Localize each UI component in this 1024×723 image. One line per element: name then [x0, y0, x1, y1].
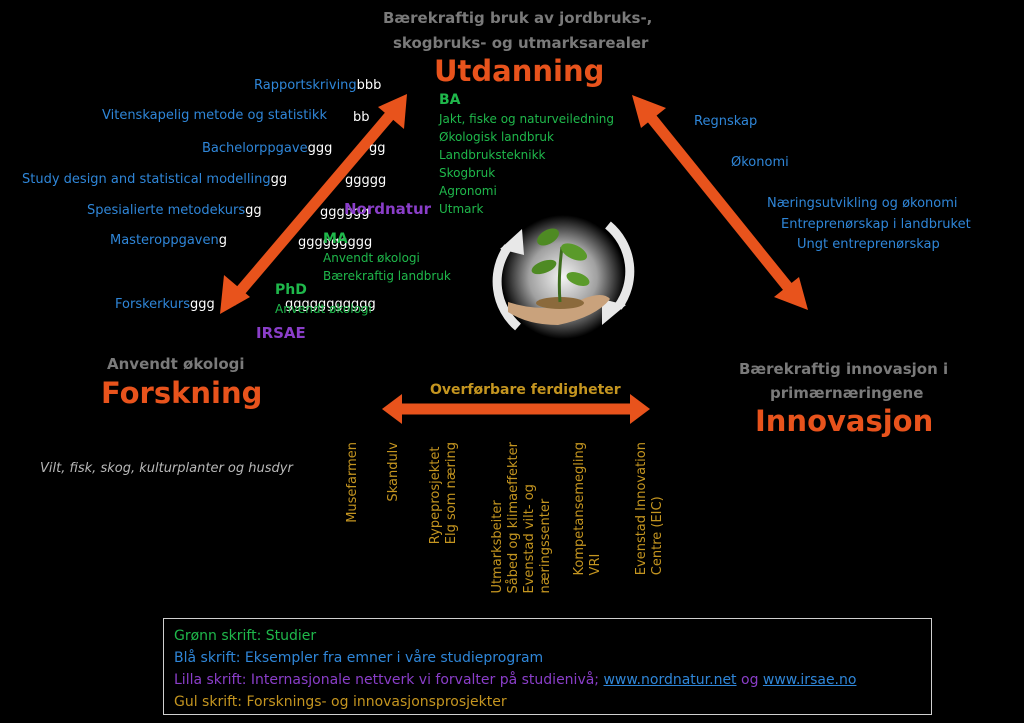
innovation-subtitle-line1: Bærekraftig innovasjon i	[739, 360, 949, 378]
ba-item-4: Agronomi	[439, 184, 497, 198]
link-nordnatur[interactable]: www.nordnatur.net	[603, 672, 737, 688]
ba-item-0: Jakt, fiske og naturveiledning	[439, 112, 614, 126]
legend-purple: Lilla skrift: Internasjonale nettverk vi…	[174, 672, 857, 688]
ba-heading: BA	[439, 92, 461, 108]
research-note: Vilt, fisk, skog, kulturplanter og husdy…	[40, 461, 293, 476]
filler-row3: ggggg	[345, 173, 387, 188]
innovation-subtitle-line2: primærnæringene	[770, 384, 924, 402]
ma-heading: MA	[323, 231, 348, 247]
course-vitenskapelig-suffix: bb	[353, 110, 370, 125]
arrow-education-research	[220, 94, 407, 314]
link-irsae[interactable]: www.irsae.no	[762, 672, 857, 688]
education-subtitle-line1: Bærekraftig bruk av jordbruks-,	[383, 9, 653, 27]
education-subtitle-line2: skogbruks- og utmarksarealer	[393, 34, 649, 52]
course-bachelorppgave: Bachelorppgaveggg	[202, 141, 333, 156]
research-title: Forskning	[101, 376, 263, 410]
network-irsae: IRSAE	[256, 324, 306, 342]
legend-green: Grønn skrift: Studier	[174, 628, 317, 644]
transfer-skills-label: Overførbare ferdigheter	[430, 382, 621, 398]
course-vitenskapelig-metode: Vitenskapelig metode og statistikk	[102, 108, 327, 123]
network-nordnatur: Nordnatur	[344, 200, 432, 218]
ba-item-2: Landbruksteknikk	[439, 148, 546, 162]
filler-row5: ggggggggg	[298, 235, 373, 250]
phd-item-0: Anvendt økologi	[275, 302, 372, 316]
ba-item-5: Utmark	[439, 202, 484, 216]
education-title: Utdanning	[434, 54, 605, 88]
legend-blue: Blå skrift: Eksempler fra emner i våre s…	[174, 650, 544, 666]
course-masteroppgaven: Masteroppgaveng	[110, 233, 227, 248]
ba-item-3: Skogbruk	[439, 166, 496, 180]
legend-box: Grønn skrift: Studier Blå skrift: Eksemp…	[163, 618, 932, 715]
course-study-design: Study design and statistical modellinggg	[22, 172, 288, 187]
course-regnskap: Regnskap	[694, 114, 758, 129]
filler-row2: gg	[369, 141, 386, 156]
filler-row6: ggggggggggg	[285, 297, 376, 312]
course-naeringsutvikling: Næringsutvikling og økonomi	[767, 196, 958, 211]
research-subtitle: Anvendt økologi	[107, 355, 245, 373]
innovation-title: Innovasjon	[755, 404, 934, 438]
filler-row4: gggggg	[320, 205, 370, 220]
legend-yellow: Gul skrift: Forsknings- og innovasjonspr…	[174, 694, 507, 710]
project-musefarmen: Musefarmen	[345, 442, 360, 523]
ma-item-1: Bærekraftig landbruk	[323, 269, 451, 283]
course-forskerkurs: Forskerkursggg	[115, 297, 215, 312]
arrow-research-innovation	[382, 394, 650, 424]
phd-heading: PhD	[275, 282, 307, 298]
ba-item-1: Økologisk landbruk	[439, 130, 554, 144]
course-okonomi: Økonomi	[731, 155, 789, 170]
course-rapportskriving: Rapportskrivingbbb	[254, 78, 382, 93]
plant-in-hand-icon	[492, 215, 635, 339]
arrow-education-innovation	[632, 95, 808, 310]
project-skandulv: Skandulv	[386, 442, 401, 502]
course-entreprenorskap: Entreprenørskap i landbruket	[781, 217, 971, 232]
ma-item-0: Anvendt økologi	[323, 251, 420, 265]
course-spesialierte: Spesialierte metodekursgg	[87, 203, 262, 218]
course-ungt-entreprenorskap: Ungt entreprenørskap	[797, 237, 940, 252]
